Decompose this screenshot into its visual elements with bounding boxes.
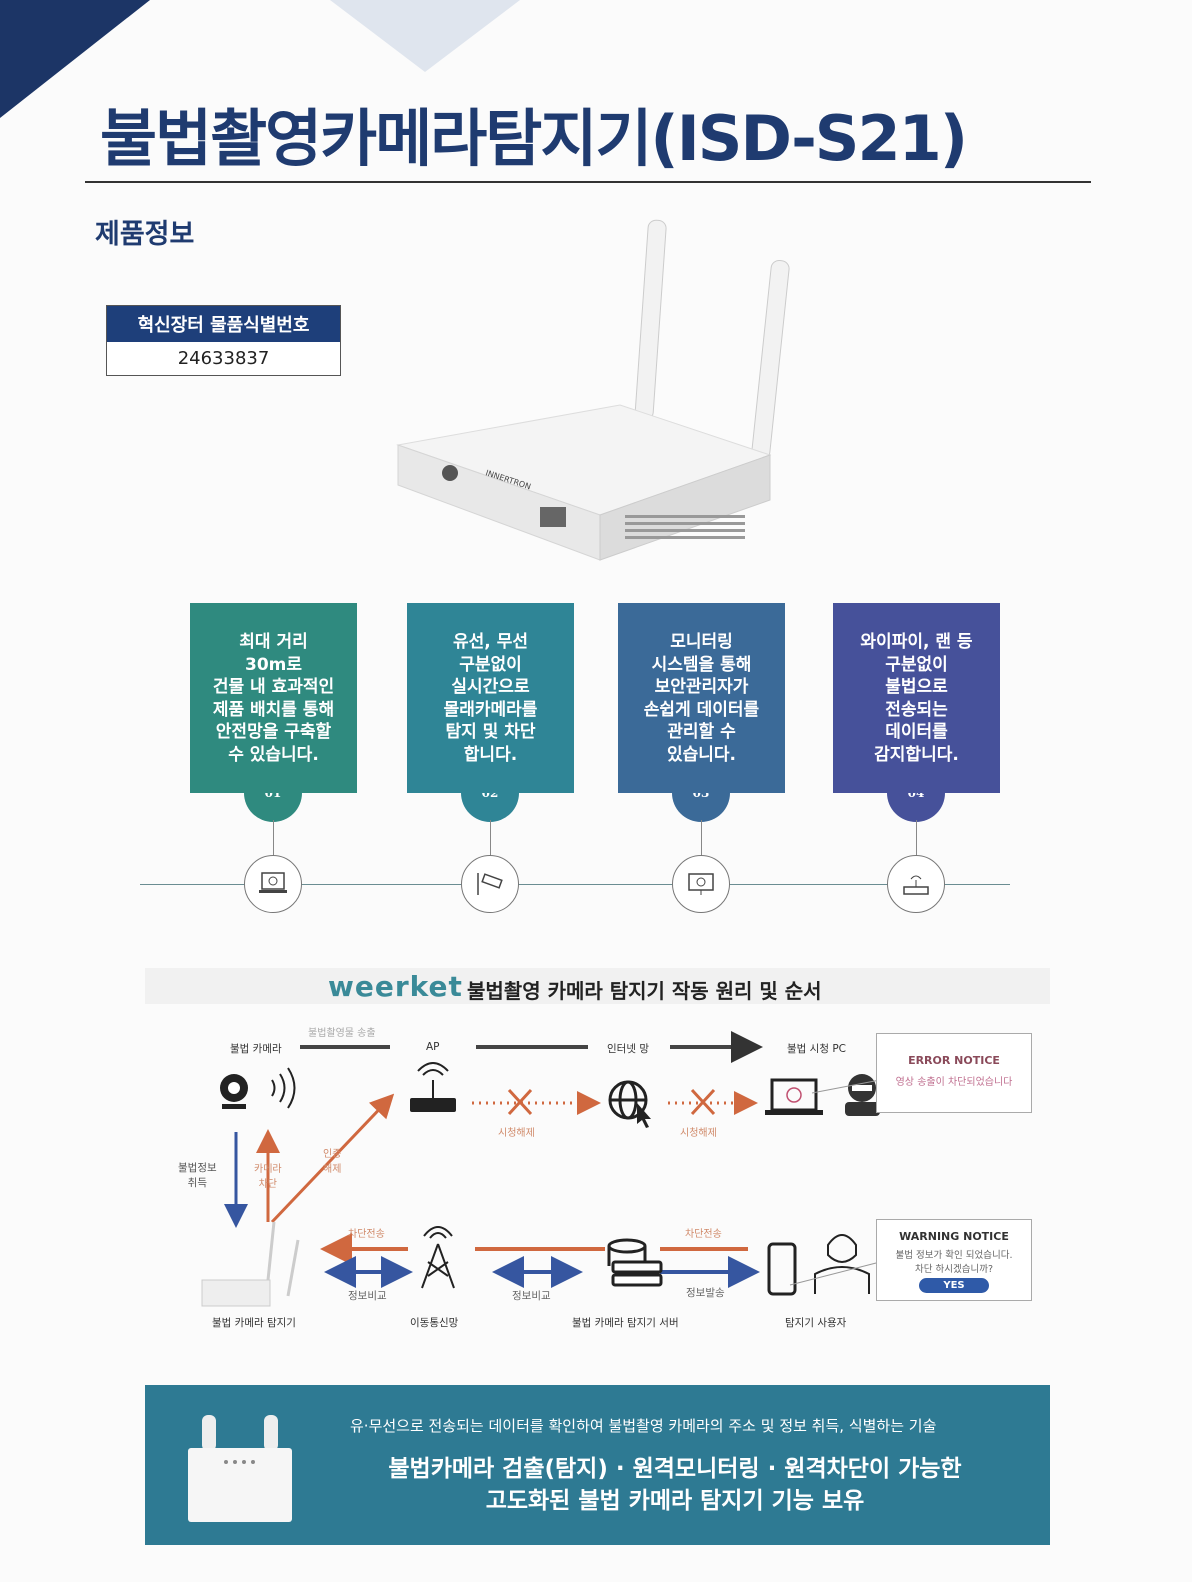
warning-title: WARNING NOTICE	[899, 1230, 1009, 1243]
feature-text-line: 탐지 및 차단	[445, 722, 536, 742]
connector-line	[490, 820, 491, 856]
flow-label-transmit: 불법촬영물 송출	[308, 1028, 376, 1039]
banner-subtitle: 유·무선으로 전송되는 데이터를 확인하여 불법촬영 카메라의 주소 및 정보 …	[350, 1417, 937, 1435]
error-message: 영상 송출이 차단되었습니다	[895, 1077, 1013, 1088]
user-person-icon	[814, 1234, 870, 1294]
warning-message-2: 차단 하시겠습니까?	[915, 1264, 993, 1275]
title-divider	[85, 181, 1091, 183]
feature-text-line: 구분없이	[459, 654, 522, 675]
bottom-banner: 유·무선으로 전송되는 데이터를 확인하여 불법촬영 카메라의 주소 및 정보 …	[145, 1385, 1050, 1545]
feature-text-line: 와이파이, 랜 등	[860, 632, 973, 652]
node-detector: 불법 카메라 탐지기	[212, 1317, 296, 1329]
yes-button[interactable]: YES	[919, 1278, 989, 1293]
feature-text-line: 있습니다.	[666, 744, 737, 765]
page-title: 불법촬영카메라탐지기(ISD-S21)	[100, 102, 968, 175]
feature-text-line: 불법으로	[885, 677, 948, 697]
section-title: 제품정보	[95, 219, 195, 250]
cell-tower-icon	[421, 1226, 455, 1289]
label-send-info: 정보발송	[686, 1287, 725, 1299]
node-server: 불법 카메라 탐지기 서버	[572, 1317, 679, 1329]
cursor-icon	[637, 1103, 651, 1128]
laptop-globe-icon	[244, 855, 302, 913]
feature-text-line: 감지합니다.	[874, 744, 959, 765]
banner-line-2: 고도화된 불법 카메라 탐지기 기능 보유	[485, 1488, 865, 1514]
laptop-blocked-icon	[765, 1078, 823, 1115]
error-title: ERROR NOTICE	[908, 1054, 1000, 1067]
banner-headline: 불법카메라 검출(탐지) · 원격모니터링 · 원격차단이 가능한 고도화된 불…	[315, 1453, 1035, 1517]
feature-text-line: 최대 거리	[239, 632, 308, 652]
connector-line	[273, 820, 274, 856]
feature-text-line: 30m로	[244, 654, 302, 675]
smartphone-icon	[767, 1242, 797, 1296]
server-database-icon	[607, 1238, 663, 1287]
label-acquire: 불법정보 취득	[178, 1162, 217, 1189]
node-user: 탐지기 사용자	[785, 1317, 847, 1329]
feature-text-line: 안전망을 구축할	[215, 722, 332, 742]
feature-text-line: 제품 배치를 통해	[212, 699, 335, 720]
feature-text-line: 손쉽게 데이터를	[643, 699, 760, 720]
feature-text-line: 모니터링	[670, 632, 733, 652]
feature-text-line: 보안관리자가	[654, 677, 749, 697]
label-auth-release: 인증 해제	[323, 1149, 342, 1175]
feature-text-line: 유선, 무선	[453, 632, 528, 652]
feature-text-line: 관리할 수	[667, 722, 736, 742]
timeline-line	[140, 884, 1010, 885]
feature-text-line: 구분없이	[885, 654, 948, 675]
banner-line-1: 불법카메라 검출(탐지) · 원격모니터링 · 원격차단이 가능한	[388, 1456, 962, 1482]
cctv-camera-icon	[461, 855, 519, 913]
node-internet: 인터넷 망	[607, 1043, 649, 1055]
label-compare-1: 정보비교	[348, 1290, 387, 1302]
diagram-title-bar	[145, 968, 1050, 1004]
diagram-title: 불법촬영 카메라 탐지기 작동 원리 및 순서	[467, 979, 822, 1003]
webcam-icon	[220, 1074, 248, 1109]
detector-product-image	[188, 1415, 292, 1522]
product-id-value: 24633837	[107, 342, 340, 375]
label-compare-2: 정보비교	[512, 1290, 551, 1302]
feature-text-line: 시스템을 통해	[651, 654, 752, 675]
connector-line	[701, 820, 702, 856]
error-notice-box: ERROR NOTICE 영상 송출이 차단되었습니다	[876, 1033, 1032, 1113]
label-cut-1: 시청해제	[498, 1128, 535, 1139]
product-id-label: 혁신장터 물품식별번호	[107, 306, 340, 342]
wireless-signal-icon	[271, 1067, 296, 1109]
hacker-icon	[845, 1074, 880, 1116]
feature-text-line: 수 있습니다.	[228, 744, 319, 765]
warning-message-1: 불법 정보가 확인 되었습니다.	[895, 1250, 1013, 1261]
label-block-camera: 카메라 차단	[254, 1164, 282, 1190]
globe-icon	[608, 1080, 648, 1120]
detector-device-icon	[201, 1221, 300, 1307]
node-ap: AP	[426, 1041, 440, 1053]
wifi-router-icon	[887, 855, 945, 913]
label-block-send-1: 차단전송	[348, 1229, 385, 1240]
connector-line	[916, 820, 917, 856]
weerket-logo: weerket	[328, 970, 463, 1003]
node-camera: 불법 카메라	[230, 1043, 282, 1055]
product-id-box: 혁신장터 물품식별번호 24633837	[106, 305, 341, 376]
warning-notice-box: WARNING NOTICE 불법 정보가 확인 되었습니다. 차단 하시겠습니…	[876, 1219, 1032, 1301]
header-decoration	[0, 0, 520, 118]
node-pc: 불법 시청 PC	[787, 1043, 846, 1055]
ap-router-icon	[410, 1062, 456, 1112]
feature-text-line: 몰래카메라를	[443, 699, 538, 720]
feature-text-line: 실시간으로	[451, 677, 530, 697]
label-block-send-2: 차단전송	[685, 1229, 722, 1240]
feature-text-line: 합니다.	[463, 744, 518, 765]
label-cut-2: 시청해제	[680, 1128, 717, 1139]
feature-text-line: 전송되는	[885, 699, 948, 720]
monitor-user-icon	[672, 855, 730, 913]
product-image: INNERTRON	[396, 219, 790, 561]
feature-text-line: 데이터를	[885, 722, 948, 742]
feature-text-line: 건물 내 효과적인	[212, 677, 335, 697]
node-mobile-network: 이동통신망	[410, 1317, 459, 1329]
